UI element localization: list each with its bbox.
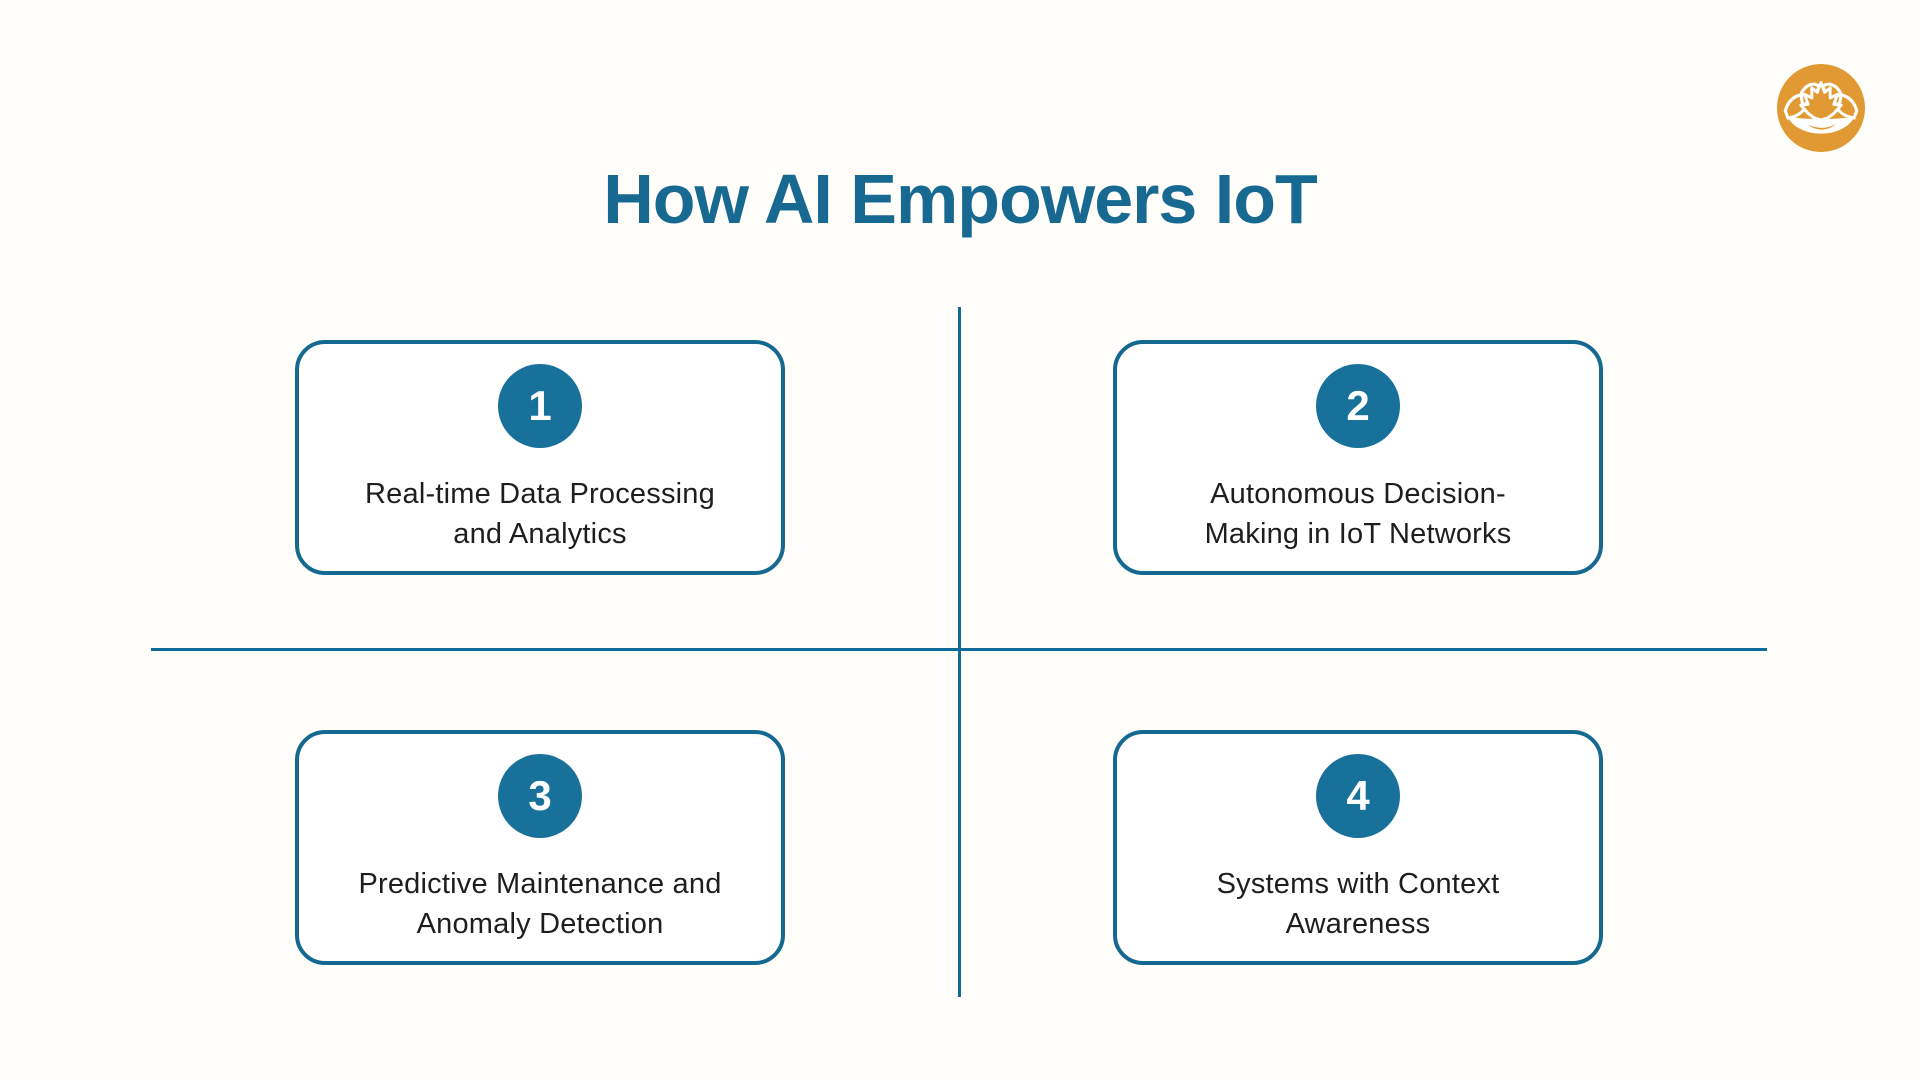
card-label-line: and Analytics: [453, 518, 627, 550]
number-badge-3: 3: [498, 754, 582, 838]
page-title: How AI Empowers IoT: [603, 159, 1317, 238]
number-badge-4: 4: [1316, 754, 1400, 838]
card-label-line: Predictive Maintenance and: [358, 868, 722, 900]
number-badge-2: 2: [1316, 364, 1400, 448]
card-label: Real-time Data Processing and Analytics: [365, 474, 715, 554]
horizontal-divider-line: [151, 648, 1767, 651]
lotus-icon: [1777, 64, 1865, 152]
card-label-line: Autonomous Decision-: [1210, 478, 1506, 510]
card-label-line: Real-time Data Processing: [365, 478, 715, 510]
card-label-line: Anomaly Detection: [416, 908, 664, 940]
card-predictive-maintenance: 3 Predictive Maintenance and Anomaly Det…: [295, 730, 785, 965]
card-real-time-data-processing: 1 Real-time Data Processing and Analytic…: [295, 340, 785, 575]
brand-logo: [1777, 64, 1865, 152]
card-number: 4: [1346, 772, 1370, 819]
card-autonomous-decision-making: 2 Autonomous Decision- Making in IoT Net…: [1113, 340, 1603, 575]
card-number: 1: [528, 382, 552, 429]
card-number: 3: [528, 772, 552, 819]
card-label-line: Systems with Context: [1216, 868, 1500, 900]
card-context-awareness: 4 Systems with Context Awareness: [1113, 730, 1603, 965]
vertical-divider-line: [958, 307, 961, 997]
card-label: Systems with Context Awareness: [1217, 864, 1500, 944]
number-badge-1: 1: [498, 364, 582, 448]
card-label: Autonomous Decision- Making in IoT Netwo…: [1205, 474, 1512, 554]
card-label-line: Awareness: [1285, 908, 1431, 940]
card-label-line: Making in IoT Networks: [1204, 518, 1512, 550]
card-number: 2: [1346, 382, 1370, 429]
card-label: Predictive Maintenance and Anomaly Detec…: [358, 864, 721, 944]
